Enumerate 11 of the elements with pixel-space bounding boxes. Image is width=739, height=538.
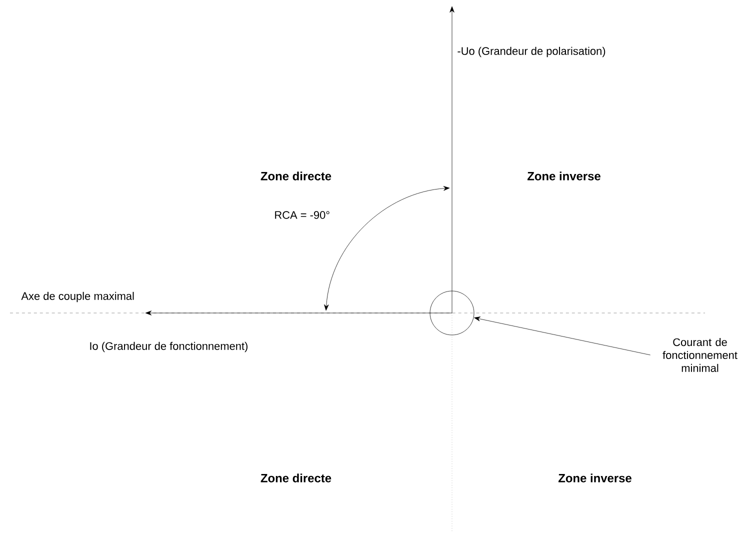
zone-label: Zone inverse [528,172,600,180]
zone-label: Zone directe [260,474,332,482]
zone-label: Zone directe [260,172,332,180]
axis-label: Io (Grandeur de fonctionnement) [90,342,248,352]
axis-label: -Uo (Grandeur de polarisation) [458,46,606,58]
axis-label: Axe de couple maximal [21,292,134,302]
threshold-circle [430,290,474,336]
leader-arrow [474,316,651,356]
angle-label: RCA = -90° [275,211,330,219]
annotation-text: Courant de fonctionnement minimal [662,338,738,372]
zone-label: Zone inverse [558,474,632,482]
